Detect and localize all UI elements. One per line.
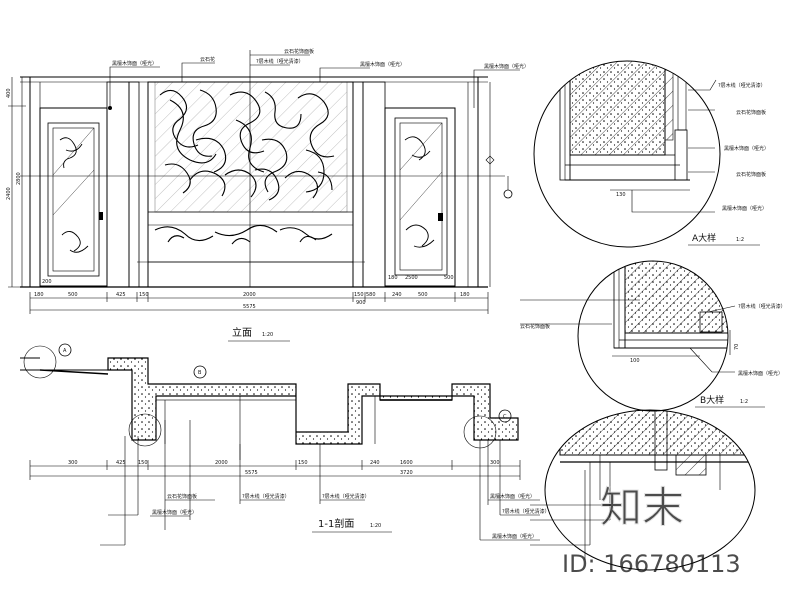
elevation-drawing bbox=[8, 50, 520, 314]
section-dim: 3720 bbox=[400, 470, 413, 476]
section-callout: 黑檀木饰面（哑光） bbox=[492, 533, 537, 540]
section-callout: 黑檀木饰面（哑光） bbox=[490, 493, 535, 500]
elevation-callout: 云石花 bbox=[200, 56, 215, 63]
door-dim: 500 bbox=[444, 275, 454, 281]
watermark-id: ID: 166780113 bbox=[562, 550, 741, 578]
section-callout: ?层木线（哑光清漆） bbox=[502, 508, 550, 515]
section-dim: 5575 bbox=[245, 470, 258, 476]
section-marker: C bbox=[503, 414, 507, 420]
section-marker: B bbox=[198, 370, 202, 376]
watermark-logo: 知末 bbox=[600, 483, 684, 532]
detail-a-callout: 云石花饰面板 bbox=[736, 171, 766, 178]
elevation-callout: 黑檀木饰面（哑光） bbox=[112, 60, 157, 67]
section-dim: 300 bbox=[490, 460, 500, 466]
section-labels: A B C 300 425 150 2000 150 1600 240 300 … bbox=[63, 348, 550, 540]
elevation-left-dim: 2800 bbox=[16, 172, 22, 185]
detail-a-title: A大样 bbox=[692, 232, 716, 244]
elevation-dim: 150 bbox=[354, 292, 364, 298]
section-callout: 云石花饰面板 bbox=[167, 493, 197, 500]
section-title: 1-1剖面 bbox=[318, 517, 354, 530]
elevation-dim: 425 bbox=[116, 292, 126, 298]
elevation-dim: 580 bbox=[366, 292, 376, 298]
elevation-dim: 240 bbox=[392, 292, 402, 298]
elevation-scale: 1:20 bbox=[262, 332, 273, 338]
detail-b-dim: 70 bbox=[734, 344, 740, 350]
section-callout: 黑檀木饰面（哑光） bbox=[152, 509, 197, 516]
section-dim: 2000 bbox=[215, 460, 228, 466]
section-dim: 425 bbox=[116, 460, 126, 466]
section-dim: 150 bbox=[298, 460, 308, 466]
elevation-labels: 黑檀木饰面（哑光） 云石花 ?层木线（哑光清漆） 云石花饰面板 黑檀木饰面（哑光… bbox=[6, 48, 529, 342]
section-dim: 300 bbox=[68, 460, 78, 466]
detail-a-callout: ?层木线（哑光清漆） bbox=[718, 82, 766, 89]
detail-b-dim: 100 bbox=[630, 358, 640, 364]
elevation-dim: 150 bbox=[139, 292, 149, 298]
door-dim: 200 bbox=[42, 279, 52, 285]
elevation-callout: ?层木线（哑光清漆） bbox=[256, 58, 304, 65]
section-callout: ?层木线（哑光清漆） bbox=[322, 493, 370, 500]
detail-b-title: B大样 bbox=[700, 394, 724, 406]
detail-a-scale: 1:2 bbox=[736, 237, 744, 243]
door-dim: 180 bbox=[388, 275, 398, 281]
detail-b-callout: 云石花饰面板 bbox=[520, 323, 550, 330]
detail-a-callout: 黑檀木饰面（哑光） bbox=[724, 145, 769, 152]
section-marker: A bbox=[63, 348, 67, 354]
detail-b-drawing bbox=[520, 260, 736, 412]
watermark: 知末 ID: 166780113 bbox=[562, 483, 741, 579]
section-dim: 150 bbox=[138, 460, 148, 466]
detail-b-labels: ?层木线（哑光清漆） 云石花饰面板 黑檀木饰面（哑光） 70 100 B大样 1… bbox=[520, 303, 786, 408]
detail-a-dim: 130 bbox=[616, 192, 626, 198]
elevation-callout: 黑檀木饰面（哑光） bbox=[360, 61, 405, 68]
elevation-dim: 500 bbox=[418, 292, 428, 298]
detail-a-labels: ?层木线（哑光清漆） 云石花饰面板 黑檀木饰面（哑光） 云石花饰面板 黑檀木饰面… bbox=[616, 82, 769, 246]
elevation-title: 立面 bbox=[232, 326, 252, 339]
section-dim: 1600 bbox=[400, 460, 413, 466]
elevation-dim: 180 bbox=[460, 292, 470, 298]
elevation-dim: 2000 bbox=[243, 292, 256, 298]
detail-a-callout: 黑檀木饰面（哑光） bbox=[722, 205, 767, 212]
elevation-left-dim: 400 bbox=[6, 88, 12, 98]
elevation-left-dim: 2400 bbox=[6, 187, 12, 200]
door-dim: 900 bbox=[356, 300, 366, 306]
elevation-dim: 180 bbox=[34, 292, 44, 298]
elevation-callout: 云石花饰面板 bbox=[284, 48, 314, 55]
section-drawing bbox=[20, 343, 540, 546]
door-dim: 2500 bbox=[405, 275, 418, 281]
detail-b-scale: 1:2 bbox=[740, 399, 748, 405]
section-scale: 1:20 bbox=[370, 523, 381, 529]
elevation-dim: 500 bbox=[68, 292, 78, 298]
detail-b-callout: ?层木线（哑光清漆） bbox=[738, 303, 786, 310]
section-dim: 240 bbox=[370, 460, 380, 466]
section-callout: ?层木线（哑光清漆） bbox=[242, 493, 290, 500]
detail-b-callout: 黑檀木饰面（哑光） bbox=[738, 370, 783, 377]
elevation-callout: 黑檀木饰面（哑光） bbox=[484, 63, 529, 70]
detail-a-drawing bbox=[533, 60, 721, 248]
detail-a-callout: 云石花饰面板 bbox=[736, 109, 766, 116]
elevation-total-dim: 5575 bbox=[243, 304, 256, 310]
